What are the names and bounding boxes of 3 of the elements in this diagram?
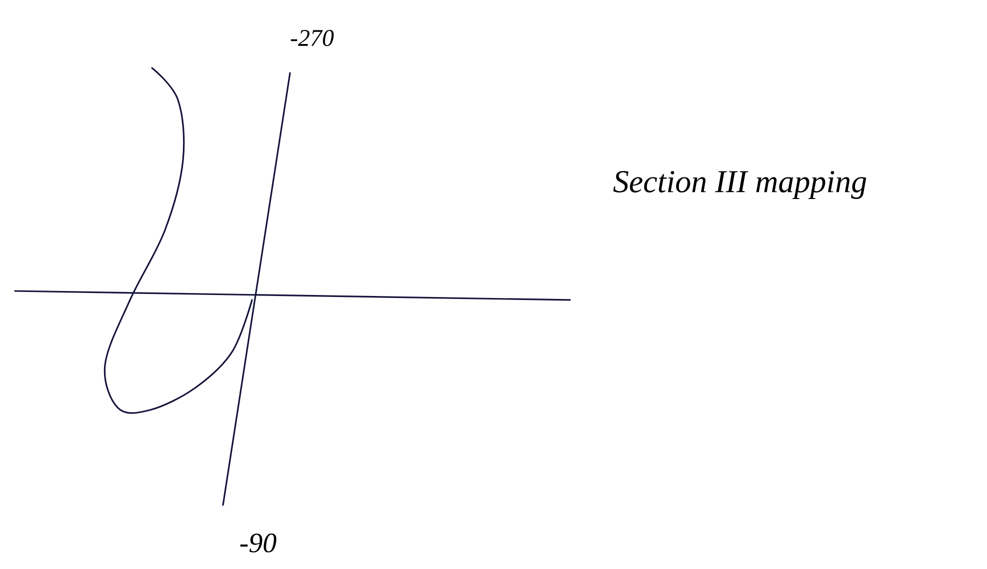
axis-label: -90 <box>240 534 276 552</box>
annotation-text: Section III mapping <box>613 170 866 199</box>
axis-label: -270 <box>290 30 334 46</box>
